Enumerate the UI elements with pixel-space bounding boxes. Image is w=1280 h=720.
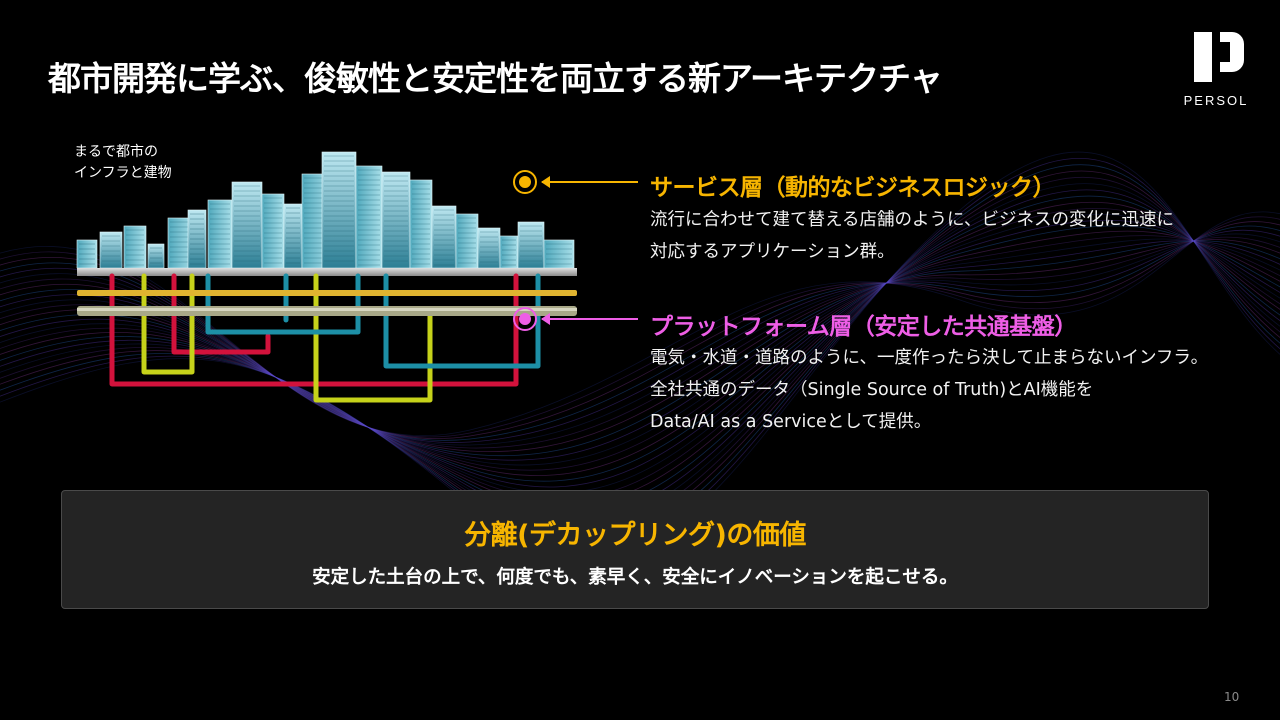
- pipe: [313, 273, 433, 403]
- building: [355, 165, 383, 269]
- service-layer-desc-line1: 流行に合わせて建て替える店舗のように、ビジネスの変化に迅速に: [650, 210, 1174, 230]
- platform-layer-desc-line1: 電気・水道・道路のように、一度作ったら決して止まらないインフラ。: [650, 348, 1209, 368]
- wave-line: [0, 239, 1280, 453]
- wave-line: [0, 158, 1280, 552]
- decoupling-subtitle: 安定した土台の上で、何度でも、素早く、安全にイノベーションを起こせる。: [312, 567, 958, 588]
- pipe: [383, 273, 541, 369]
- building: [147, 243, 165, 269]
- wave-line: [0, 225, 1280, 441]
- service-layer-icon: [513, 170, 537, 194]
- wave-line: [0, 229, 1280, 443]
- wave-line: [0, 230, 1280, 476]
- wave-line: [0, 214, 1280, 494]
- city-infrastructure-illustration: [76, 151, 577, 403]
- wave-line: [0, 221, 1280, 439]
- wave-line: [0, 240, 1280, 457]
- decoupling-value-box: 分離(デカップリング)の価値 安定した土台の上で、何度でも、素早く、安全にイノベ…: [61, 490, 1209, 609]
- wave-line: [0, 183, 1280, 525]
- wave-line: [0, 219, 1280, 488]
- slide-title: 都市開発に学ぶ、俊敏性と安定性を両立する新アーキテクチャ: [48, 59, 943, 98]
- wave-line: [0, 170, 1280, 539]
- platform-layer-desc: 電気・水道・道路のように、一度作ったら決して止まらないインフラ。 全社共通のデー…: [650, 342, 1208, 438]
- wave-line: [0, 240, 1280, 461]
- city-caption: まるで都市の インフラと建物: [74, 142, 172, 184]
- wave-line: [0, 176, 1280, 532]
- city-caption-line2: インフラと建物: [74, 165, 172, 181]
- platform-layer-arrow: [541, 313, 638, 325]
- wave-line: [0, 151, 1280, 559]
- building: [261, 193, 285, 269]
- page-number: 10: [1224, 690, 1240, 704]
- platform-layer-icon: [513, 307, 537, 331]
- service-layer-desc: 流行に合わせて建て替える店舗のように、ビジネスの変化に迅速に 対応するアプリケー…: [650, 204, 1174, 268]
- building: [499, 235, 519, 269]
- wave-line: [0, 216, 1280, 438]
- service-layer-arrow: [541, 176, 638, 188]
- wave-line: [0, 236, 1280, 449]
- building: [431, 205, 457, 269]
- service-layer-desc-line2: 対応するアプリケーション群。: [650, 242, 895, 262]
- wave-line: [0, 233, 1280, 446]
- wave-line: [0, 189, 1280, 519]
- wave-line: [0, 225, 1280, 482]
- wave-line: [0, 211, 1280, 437]
- platform-layer-desc-line3: Data/AI as a Serviceとして提供。: [650, 412, 932, 432]
- decoupling-title: 分離(デカップリング)の価値: [464, 520, 806, 551]
- building: [455, 213, 479, 269]
- wave-line: [0, 235, 1280, 471]
- building: [99, 231, 123, 269]
- wave-line: [0, 195, 1280, 512]
- logo-text: PERSOL: [1183, 93, 1249, 108]
- pipe: [205, 273, 361, 335]
- logo-icon: [1194, 32, 1244, 82]
- wave-line: [0, 164, 1280, 545]
- building: [123, 225, 147, 269]
- city-caption-line1: まるで都市の: [74, 144, 158, 160]
- building: [231, 181, 263, 269]
- wave-line: [0, 238, 1280, 466]
- service-layer-title: サービス層（動的なビジネスロジック）: [650, 175, 1056, 201]
- building: [381, 171, 411, 269]
- platform-layer-desc-line2: 全社共通のデータ（Single Source of Truth)とAI機能を: [650, 380, 1094, 400]
- building: [321, 151, 357, 269]
- building: [283, 203, 303, 269]
- platform-layer-title: プラットフォーム層（安定した共通基盤）: [650, 314, 1077, 340]
- pipe: [141, 273, 195, 375]
